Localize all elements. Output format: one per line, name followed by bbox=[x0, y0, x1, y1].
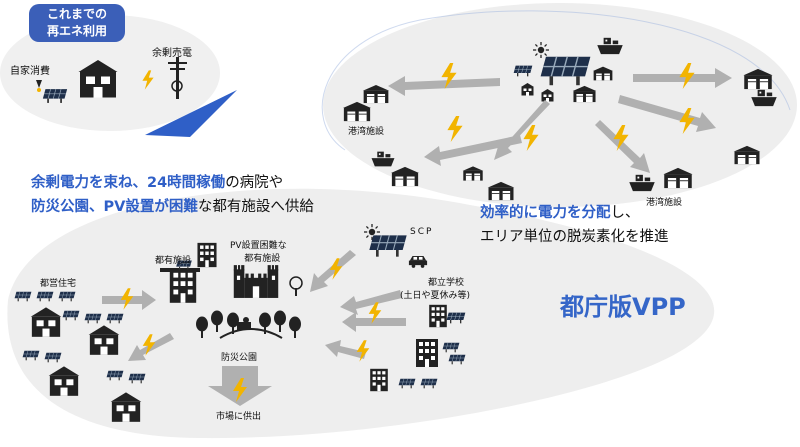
school-label-1: 都立学校 bbox=[428, 278, 465, 288]
desc-left-2a: 防災公園、 bbox=[31, 199, 104, 215]
port-facility-label-1: 港湾施設 bbox=[348, 127, 385, 137]
self-consumption-label: 自家消費 bbox=[10, 66, 50, 77]
distribution-arrows bbox=[388, 68, 732, 173]
badge-line-2: 再エネ利用 bbox=[46, 24, 107, 38]
market-supply-label: 市場に供出 bbox=[216, 412, 262, 422]
connector-wedge bbox=[145, 90, 237, 137]
metro-facility-label: 都有施設 bbox=[155, 256, 192, 266]
tree-small-icon bbox=[289, 276, 303, 296]
pv-hard-label-1: PV設置困難な bbox=[230, 241, 287, 251]
school-label: 都立学校 (土日や夏休み等) bbox=[400, 275, 470, 301]
port-facility-label-2: 港湾施設 bbox=[646, 198, 683, 208]
left-description: 余剰電力を束ね、24時間稼働の病院や 防災公園、PV設置が困難な都有施設へ供給 bbox=[31, 171, 314, 219]
desc-left-2b: PV設置が困難 bbox=[103, 199, 198, 215]
right-description: 効率的に電力を分配し、 エリア単位の脱炭素化を推進 bbox=[480, 201, 669, 249]
desc-right-2: エリア単位の脱炭素化を推進 bbox=[480, 229, 669, 245]
desc-left-1a: 余剰電力を束ね、 bbox=[31, 175, 147, 191]
legacy-usage-badge: これまでの 再エネ利用 bbox=[29, 4, 125, 42]
disaster-park-label: 防災公園 bbox=[221, 353, 258, 363]
utility-pole-icon bbox=[168, 57, 187, 99]
vpp-title: 都庁版VPP bbox=[560, 293, 686, 321]
pv-hard-facility-label: PV設置困難な 都有施設 bbox=[230, 238, 287, 264]
desc-left-1b: 24時間稼働 bbox=[147, 175, 226, 191]
badge-line-1: これまでの bbox=[46, 7, 107, 21]
school-label-2: (土日や夏休み等) bbox=[400, 291, 471, 301]
desc-right-1a: 効率的に電力を分配 bbox=[480, 205, 611, 221]
desc-left-2c: な都有施設へ供給 bbox=[197, 199, 314, 215]
scp-label: SCP bbox=[410, 227, 434, 237]
metro-area-ellipse bbox=[7, 188, 715, 439]
surplus-sale-label: 余剰売電 bbox=[152, 48, 192, 59]
park-trees bbox=[196, 310, 301, 339]
desc-left-1c: の病院や bbox=[225, 175, 284, 191]
desc-right-1b: し、 bbox=[610, 205, 640, 221]
pv-hard-label-2: 都有施設 bbox=[244, 254, 281, 264]
metro-housing-label: 都営住宅 bbox=[40, 279, 77, 289]
lamp-icon bbox=[36, 80, 42, 92]
